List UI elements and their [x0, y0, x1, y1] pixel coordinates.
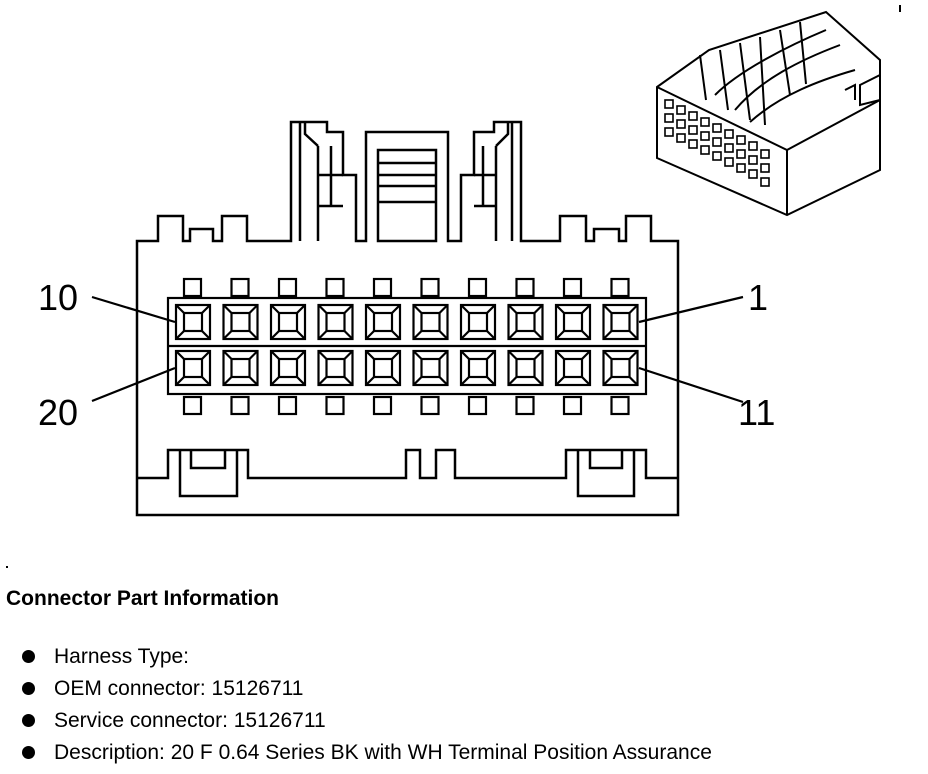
top-small-square: [182, 277, 203, 298]
leader-line-10: [91, 295, 176, 324]
bottom-small-square: [325, 395, 345, 416]
terminal-cavities: [166, 277, 648, 416]
marker-dot: [6, 566, 8, 568]
list-item-harness-type: Harness Type:: [22, 641, 712, 673]
terminal-cavity-4: [459, 303, 497, 341]
connector-body-outline: [135, 120, 680, 517]
leader-line-1: [638, 295, 744, 324]
bottom-small-square: [372, 395, 393, 416]
pin-label-10: 10: [38, 277, 78, 318]
terminal-cavity-8: [269, 303, 307, 341]
pin-label-11: 11: [738, 392, 775, 433]
bottom-small-square: [562, 395, 583, 416]
terminal-cavity-3: [507, 303, 544, 341]
connector-diagram: 10 20 1 11: [38, 5, 901, 517]
top-small-square: [277, 277, 298, 298]
terminal-cavity-14: [459, 349, 497, 387]
top-small-square: [562, 277, 583, 298]
pin-label-1: 1: [748, 277, 768, 318]
terminal-cavity-16: [364, 349, 402, 387]
terminal-cavity-13: [507, 349, 544, 387]
bottom-small-square: [467, 395, 488, 416]
top-small-square: [610, 277, 630, 298]
bullet-icon: [22, 746, 35, 759]
top-small-square: [515, 277, 535, 298]
top-small-square: [420, 277, 440, 298]
bottom-small-square: [182, 395, 203, 416]
terminal-cavity-5: [412, 303, 449, 341]
terminal-cavity-20: [174, 349, 212, 387]
list-item-description: Description: 20 F 0.64 Series BK with WH…: [22, 737, 712, 769]
terminal-cavity-7: [317, 303, 354, 341]
terminal-cavity-11: [602, 349, 639, 387]
terminal-cavity-6: [364, 303, 402, 341]
center-latch: [376, 148, 438, 243]
list-item-service-connector: Service connector: 15126711: [22, 705, 712, 737]
terminal-cavity-18: [269, 349, 307, 387]
leader-line-20: [91, 366, 176, 403]
terminal-cavity-9: [222, 303, 259, 341]
terminal-cavity-17: [317, 349, 354, 387]
terminal-cavity-10: [174, 303, 212, 341]
bottom-small-square: [230, 395, 250, 416]
info-title: Connector Part Information: [6, 587, 280, 610]
top-small-square: [372, 277, 393, 298]
leader-line-11: [638, 366, 744, 404]
terminal-cavity-2: [554, 303, 592, 341]
terminal-cavity-15: [412, 349, 449, 387]
bullet-icon: [22, 682, 35, 695]
bottom-rail: [137, 448, 678, 480]
terminal-cavity-19: [222, 349, 259, 387]
bullet-icon: [22, 714, 35, 727]
list-item-oem-connector: OEM connector: 15126711: [22, 673, 712, 705]
info-list: Harness Type: OEM connector: 15126711 Se…: [22, 641, 712, 769]
bottom-small-square: [420, 395, 440, 416]
bottom-small-square: [515, 395, 535, 416]
bottom-small-square: [277, 395, 298, 416]
terminal-cavity-1: [602, 303, 639, 341]
connector-3d-view: [656, 5, 901, 217]
top-small-square: [230, 277, 250, 298]
bullet-icon: [22, 650, 35, 663]
bottom-small-square: [610, 395, 630, 416]
terminal-cavity-12: [554, 349, 592, 387]
pin-label-20: 20: [38, 392, 78, 433]
top-small-square: [325, 277, 345, 298]
top-small-square: [467, 277, 488, 298]
